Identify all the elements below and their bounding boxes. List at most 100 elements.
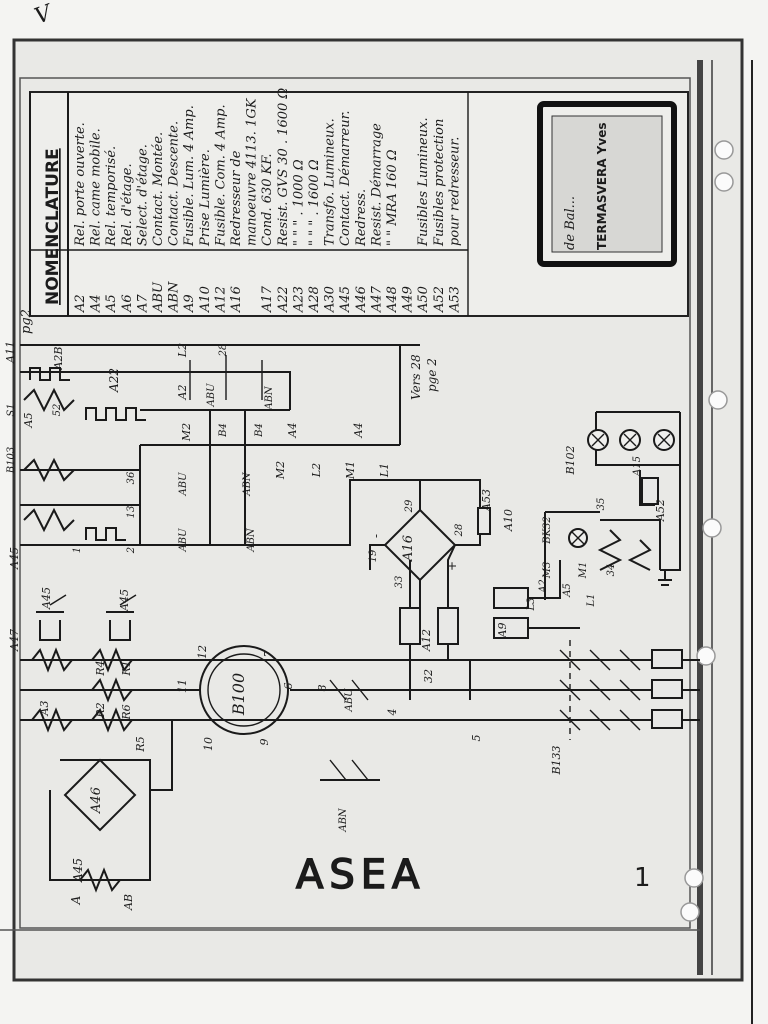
b133-coil-2	[651, 679, 683, 699]
nomenclature-code: ABU	[151, 281, 166, 313]
nomenclature-desc: Cond. 630 KF.	[260, 153, 275, 246]
nomenclature-desc: Rel. porte ouverte.	[73, 122, 88, 247]
label-a16: A16	[401, 535, 416, 562]
label-a15: A15	[632, 456, 643, 477]
nomenclature-code: A6	[120, 294, 135, 313]
label-a22: A22	[107, 368, 121, 393]
a9-fuse-1	[493, 587, 529, 609]
label-abn-mid: ABN	[242, 471, 253, 497]
nomenclature-code: A12	[213, 286, 228, 313]
nomenclature-code: A50	[416, 286, 431, 313]
nomenclature-desc: Fusible. Lum. 4 Amp.	[182, 105, 197, 247]
inner-border	[19, 77, 691, 929]
label-ab-label: AB	[122, 894, 135, 911]
nomenclature-desc: Prise Lumière.	[198, 149, 213, 247]
nomenclature-desc: Contact. Montée.	[151, 132, 166, 246]
nomenclature-desc: Fusibles Lumineux.	[416, 117, 431, 247]
nomenclature-code: A4	[89, 294, 104, 313]
nomenclature-desc: pour redresseur.	[447, 137, 462, 246]
label-n35: 35	[596, 498, 607, 511]
nomenclature-code: A48	[385, 286, 400, 313]
label-a4-1: A4	[286, 423, 299, 439]
label-n19: 19	[368, 549, 379, 562]
label-b4-top: B4	[218, 423, 229, 438]
label-n28: 28	[454, 524, 465, 538]
nomenclature-code: A16	[229, 286, 244, 313]
b133-coil-3	[651, 709, 683, 729]
nomenclature-code: ABN	[167, 281, 182, 313]
nomenclature-code: A9	[182, 294, 197, 313]
label-n36: 36	[126, 471, 137, 484]
label-a12: A12	[420, 629, 433, 652]
label-abu-mid: ABU	[178, 472, 189, 497]
label-n10: 10	[202, 737, 215, 751]
label-b100: B100	[229, 673, 248, 716]
label-n34: 34	[606, 564, 617, 577]
label-n33: 33	[394, 576, 405, 589]
label-abn-top: ABN	[264, 385, 275, 411]
nomenclature-code: A45	[338, 286, 353, 313]
label-a3: A3	[38, 701, 51, 717]
label-m1-lo: M1	[578, 562, 589, 580]
a12-fuse-1	[399, 607, 421, 645]
a12-fuse-2	[437, 607, 459, 645]
stamp-line1: de Bal...	[563, 196, 578, 250]
label-l1-lo: L1	[586, 593, 597, 607]
label-n11: 11	[176, 679, 189, 693]
nomenclature-code: A49	[401, 286, 416, 313]
nomenclature-desc: Resist. Démarrage	[369, 123, 384, 247]
nomenclature-desc: " " MRA 160 Ω	[385, 149, 400, 246]
vers-note-line1: Vers 28	[409, 354, 423, 400]
label-n32: 32	[422, 669, 435, 683]
label-l2: L2	[176, 343, 189, 358]
nomenclature-desc: " " " . 1600 Ω	[307, 159, 322, 246]
nomenclature-desc: Resist. GVS 30 . 1600 Ω	[276, 88, 291, 247]
brand-asea: ASEA	[296, 852, 425, 898]
label-l3: L3	[526, 597, 537, 611]
a53-fuse	[477, 507, 491, 535]
nomenclature-code: A47	[369, 285, 384, 313]
label-a5-lo: A5	[562, 583, 573, 598]
nomenclature-code: A17	[260, 285, 275, 313]
label-bk32: BK32	[542, 516, 553, 545]
nomenclature-desc: Select. d'étage.	[135, 144, 150, 246]
a52-fuse	[641, 477, 659, 505]
binder-holes	[680, 140, 734, 922]
nomenclature-code: A53	[447, 286, 462, 313]
label-n12: 12	[196, 645, 209, 659]
nomenclature-desc: Contact. Descente.	[167, 121, 182, 246]
page-ref: pg2	[19, 309, 34, 334]
label-b103: B103	[6, 447, 17, 474]
label-n9: 9	[258, 739, 271, 746]
nomenclature-desc: Contact. Démarreur.	[338, 111, 353, 247]
label-num28-top: 28	[218, 344, 229, 358]
nomenclature-code: A28	[307, 286, 322, 313]
label-a5: A5	[22, 413, 35, 429]
label-abn-low: ABN	[338, 807, 349, 833]
label-n5: 5	[470, 735, 483, 742]
nomenclature-desc: Fusibles protection	[432, 119, 447, 247]
label-n7: 7	[262, 651, 275, 658]
vers-note-line2: pge 2	[425, 358, 439, 392]
label-l1: L1	[378, 463, 391, 478]
label-m1: M1	[344, 461, 357, 480]
label-a-label: A	[69, 895, 83, 905]
label-s1: S1	[6, 403, 17, 416]
label-a2: A2	[176, 385, 189, 401]
sheet-number: 1	[634, 863, 651, 893]
stamp: de Bal... TERMASVERA Yves	[537, 101, 677, 267]
label-a45-left: A45	[8, 547, 21, 570]
wiring	[20, 344, 700, 893]
nomenclature-desc: Redresseur de	[229, 150, 244, 247]
nomenclature-code: A10	[198, 286, 213, 313]
nomenclature-code: A22	[276, 286, 291, 313]
label-a47: A47	[8, 629, 21, 652]
label-b4b-top: B4	[254, 423, 265, 438]
nomenclature-desc: " " " . 1000 Ω	[291, 159, 306, 246]
label-a4-2: A4	[352, 423, 365, 439]
label-r4: R4	[94, 660, 107, 676]
b133-coil-1	[651, 649, 683, 669]
nomenclature-code: A2	[73, 294, 88, 313]
